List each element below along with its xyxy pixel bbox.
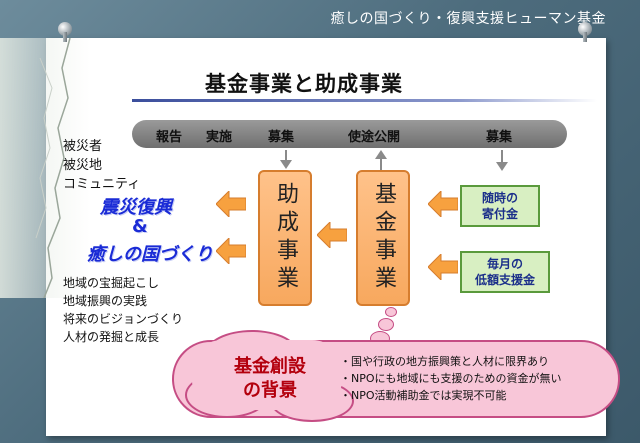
orange-left-arrow-icon: [317, 222, 347, 248]
bar-label-report: 報告: [156, 130, 183, 145]
reason-2: ・NPOにも地域にも支援のための資金が無い: [340, 372, 562, 385]
activity-4: 人材の発掘と成長: [63, 330, 160, 344]
slide-title: 基金事業と助成事業: [205, 72, 403, 96]
donation-line: 寄付金: [481, 207, 518, 221]
activity-3: 将来のビジョンづくり: [63, 312, 184, 326]
bar-label-recruit-right: 募集: [486, 130, 513, 145]
down-arrow-icon: [496, 162, 508, 171]
pushpin-icon: [578, 22, 592, 42]
header-title: 癒しの国づくり・復興支援ヒューマン基金: [330, 11, 606, 27]
reason-1: ・国や行政の地方振興策と人材に限界あり: [340, 355, 549, 368]
healing-nation-heading: 癒しの国づくり: [87, 244, 213, 265]
label-community: コミュニティ: [63, 177, 141, 192]
label-disaster-victims: 被災者: [63, 139, 103, 154]
title-underline: [132, 99, 597, 102]
fund-project-label: 基金事業: [371, 182, 396, 294]
grant-project-box: 助成事業: [258, 170, 312, 306]
coastline-map: [35, 37, 71, 299]
bar-label-use-disclosure: 使途公開: [348, 130, 401, 145]
thought-dot: [378, 318, 394, 331]
bar-label-execute: 実施: [206, 130, 233, 145]
donation-line: 低額支援金: [474, 273, 535, 287]
cloud-fill: [192, 340, 342, 410]
top-process-bar: [132, 120, 567, 148]
label-disaster-area: 被災地: [63, 158, 103, 173]
orange-left-arrow-icon: [216, 238, 246, 264]
orange-left-arrow-icon: [216, 191, 246, 217]
reconstruction-heading: 震災復興: [100, 197, 172, 218]
japan-map-strip: [0, 37, 90, 299]
activity-2: 地域振興の実践: [63, 294, 148, 308]
reason-3: ・NPO活動補助金では実現不可能: [340, 389, 507, 402]
bar-label-recruit-left: 募集: [268, 130, 295, 145]
donation-source-occasional: 随時の 寄付金: [460, 185, 540, 227]
connector-line: [380, 159, 382, 171]
orange-left-arrow-icon: [428, 191, 458, 217]
fund-project-box: 基金事業: [356, 170, 410, 306]
up-arrow-icon: [375, 150, 387, 159]
donation-line: 随時の: [481, 191, 518, 205]
donation-line: 毎月の: [486, 257, 523, 271]
cloud-title-line-1: 基金創設: [234, 356, 306, 377]
grant-project-label: 助成事業: [273, 182, 298, 294]
connector-line: [285, 150, 287, 160]
activity-1: 地域の宝掘起こし: [63, 276, 160, 290]
donation-source-monthly: 毎月の 低額支援金: [460, 251, 550, 293]
ampersand: &: [132, 216, 148, 237]
pushpin-icon: [58, 22, 72, 42]
down-arrow-icon: [280, 160, 292, 169]
thought-dot: [385, 307, 397, 317]
connector-line: [501, 150, 503, 162]
cloud-title-line-2: の背景: [243, 380, 297, 401]
orange-left-arrow-icon: [428, 254, 458, 280]
